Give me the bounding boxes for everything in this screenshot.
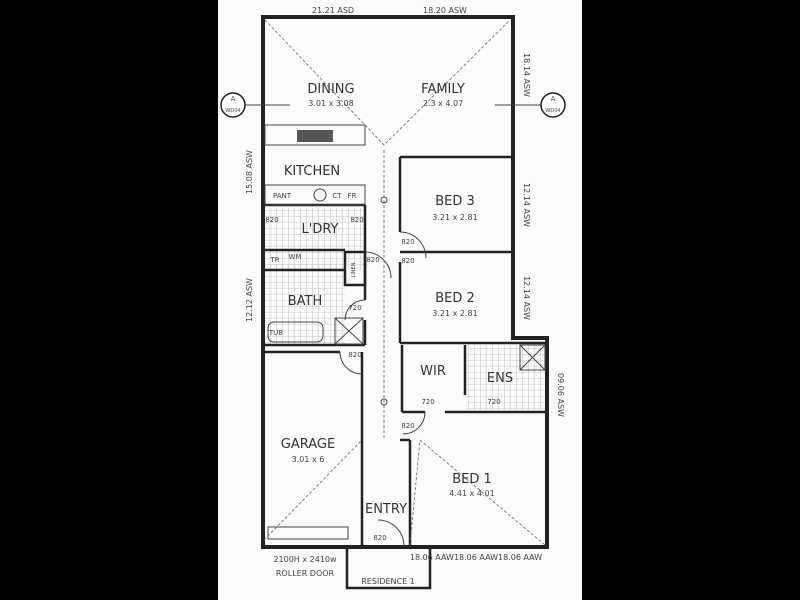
shower-icon xyxy=(334,317,364,345)
svg-text:21.21 ASD: 21.21 ASD xyxy=(312,6,354,15)
laundry-label: L'DRY xyxy=(302,222,339,237)
garage-label: GARAGE xyxy=(281,437,335,452)
svg-text:720: 720 xyxy=(487,398,500,406)
laundry-tiles xyxy=(265,208,365,270)
svg-text:09.06 ASW: 09.06 ASW xyxy=(556,373,565,417)
svg-text:18.06 AAW18.06 AAW18.06 AAW: 18.06 AAW18.06 AAW18.06 AAW xyxy=(410,553,542,562)
bathtub-icon xyxy=(267,321,324,343)
svg-text:720: 720 xyxy=(421,398,434,406)
bed2-size: 3.21 x 2.81 xyxy=(432,309,477,318)
svg-text:18.14 ASW: 18.14 ASW xyxy=(522,53,531,97)
svg-text:TUB: TUB xyxy=(268,329,283,337)
kitchen-bench xyxy=(264,124,366,146)
door-swings xyxy=(339,231,427,547)
family-label: FAMILY xyxy=(421,82,465,97)
svg-text:820: 820 xyxy=(401,238,414,246)
svg-text:820: 820 xyxy=(373,534,386,542)
floor-plan-sheet: A WD04 A WD04 DINING 3.01 x 3.08 FAMILY … xyxy=(218,0,582,600)
svg-text:FR: FR xyxy=(348,192,357,200)
section-marker-right: A WD04 xyxy=(495,92,566,118)
svg-text:720: 720 xyxy=(348,304,361,312)
svg-text:12.14 ASW: 12.14 ASW xyxy=(522,276,531,320)
kitchen-rear-bench xyxy=(264,184,366,206)
svg-text:WM: WM xyxy=(289,253,302,261)
ensuite-tiles xyxy=(467,345,545,410)
bed3-size: 3.21 x 2.81 xyxy=(432,213,477,222)
svg-text:820: 820 xyxy=(350,216,363,224)
svg-text:820: 820 xyxy=(401,422,414,430)
svg-text:12.12 ASW: 12.12 ASW xyxy=(245,278,254,322)
kitchen-label: KITCHEN xyxy=(284,164,340,179)
sink-icon xyxy=(297,130,333,142)
garage-size: 3.01 x 6 xyxy=(292,455,325,464)
floor-plan: A WD04 A WD04 DINING 3.01 x 3.08 FAMILY … xyxy=(220,6,566,590)
ensuite-shower-icon xyxy=(519,344,546,371)
bed3-label: BED 3 xyxy=(435,194,475,209)
section-marker-left: A WD04 xyxy=(220,92,290,118)
svg-text:TR: TR xyxy=(269,256,279,264)
family-size: 2.3 x 4.07 xyxy=(423,99,463,108)
ens-label: ENS xyxy=(487,371,513,386)
svg-text:A: A xyxy=(551,95,556,103)
svg-text:820: 820 xyxy=(348,351,361,359)
bath-label: BATH xyxy=(288,294,323,309)
svg-text:820: 820 xyxy=(265,216,278,224)
entry-label: ENTRY xyxy=(365,502,407,517)
garage-door-type: ROLLER DOOR xyxy=(276,569,335,578)
exterior-wall xyxy=(261,15,549,549)
svg-text:A: A xyxy=(231,95,236,103)
garage-door-size: 2100H x 2410w xyxy=(273,555,337,564)
svg-text:820: 820 xyxy=(401,257,414,265)
svg-text:820: 820 xyxy=(366,256,379,264)
svg-text:PANT: PANT xyxy=(273,192,292,200)
svg-text:12.14 ASW: 12.14 ASW xyxy=(522,183,531,227)
svg-text:18.20 ASW: 18.20 ASW xyxy=(423,6,467,15)
svg-text:15.08 ASW: 15.08 ASW xyxy=(245,150,254,194)
bed2-label: BED 2 xyxy=(435,291,475,306)
bed1-label: BED 1 xyxy=(452,472,492,487)
svg-text:WD04: WD04 xyxy=(545,108,560,114)
svg-text:LINEN: LINEN xyxy=(351,262,357,277)
svg-text:CT: CT xyxy=(332,192,342,200)
dining-size: 3.01 x 3.08 xyxy=(308,99,353,108)
wir-label: WIR xyxy=(420,364,446,379)
dining-label: DINING xyxy=(307,82,354,97)
bath-tiles xyxy=(265,265,345,345)
porch-label: RESIDENCE 1 xyxy=(361,577,415,586)
bed1-size: 4.41 x 4.01 xyxy=(449,489,494,498)
svg-text:WD04: WD04 xyxy=(225,108,240,114)
cooktop-icon xyxy=(313,188,327,202)
roller-door xyxy=(267,526,349,540)
porch xyxy=(345,547,432,590)
